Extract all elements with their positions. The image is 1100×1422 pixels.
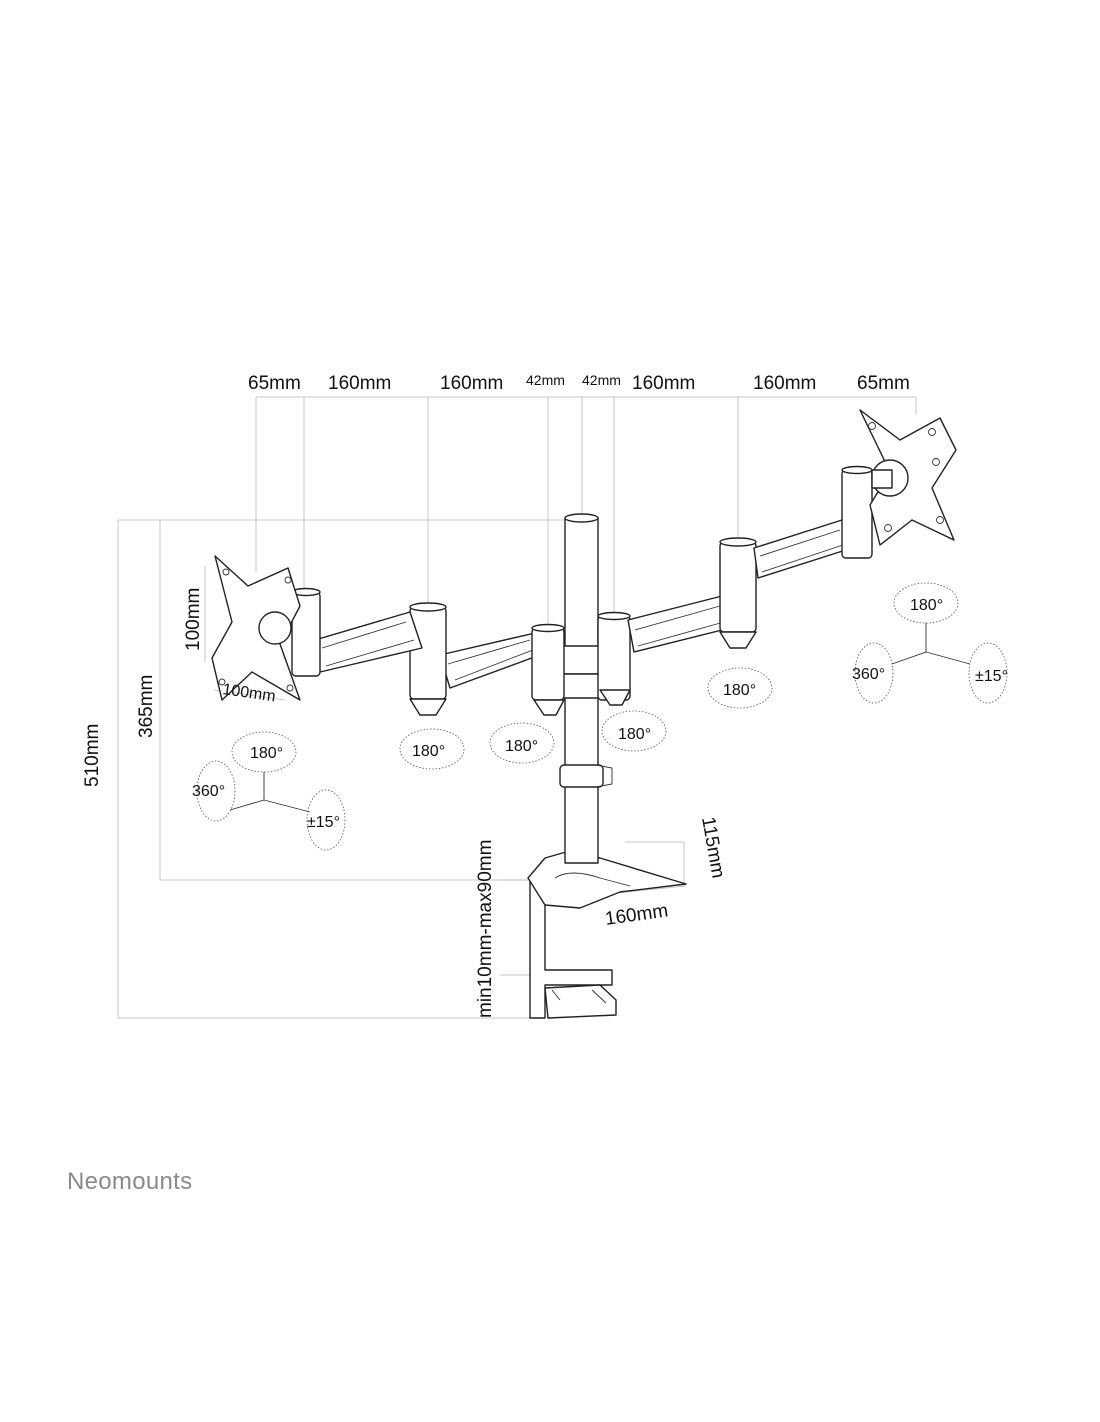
left-arm — [291, 587, 565, 716]
dim-plate-height: 100mm — [183, 588, 204, 651]
dimension-guides — [117, 396, 917, 1019]
dim-top-2: 160mm — [328, 373, 391, 394]
dim-clamp-range: min10mm-max90mm — [475, 840, 496, 1018]
left-vesa-plate — [211, 555, 301, 701]
dim-top-5: 42mm — [582, 372, 621, 388]
brand-logo: Neomounts — [67, 1168, 193, 1195]
rot-left-spin: 360° — [192, 783, 225, 800]
dim-arm-height: 365mm — [136, 675, 157, 738]
dim-plate-width: 100mm — [221, 681, 276, 705]
dim-top-1: 65mm — [248, 373, 301, 394]
rot-left-swivel: ±15° — [307, 814, 340, 831]
rot-joint-1: 180° — [412, 743, 445, 760]
desk-clamp — [527, 851, 687, 1019]
rot-right-swivel: ±15° — [975, 668, 1008, 685]
dim-top-7: 160mm — [753, 373, 816, 394]
rotation-indicators — [196, 582, 1008, 851]
dim-base-depth: 115mm — [697, 815, 728, 880]
rot-left-tilt: 180° — [250, 745, 283, 762]
dim-top-3: 160mm — [440, 373, 503, 394]
rot-joint-2: 180° — [505, 738, 538, 755]
rot-right-tilt: 180° — [910, 597, 943, 614]
dim-top-8: 65mm — [857, 373, 910, 394]
right-vesa-plate — [859, 409, 957, 546]
dim-top-6: 160mm — [632, 373, 695, 394]
right-arm — [597, 465, 873, 706]
dim-overall-height: 510mm — [82, 724, 103, 787]
dim-base-width: 160mm — [604, 900, 670, 930]
dim-top-4: 42mm — [526, 372, 565, 388]
rot-joint-4: 180° — [723, 682, 756, 699]
rot-joint-3: 180° — [618, 726, 651, 743]
rot-right-spin: 360° — [852, 666, 885, 683]
